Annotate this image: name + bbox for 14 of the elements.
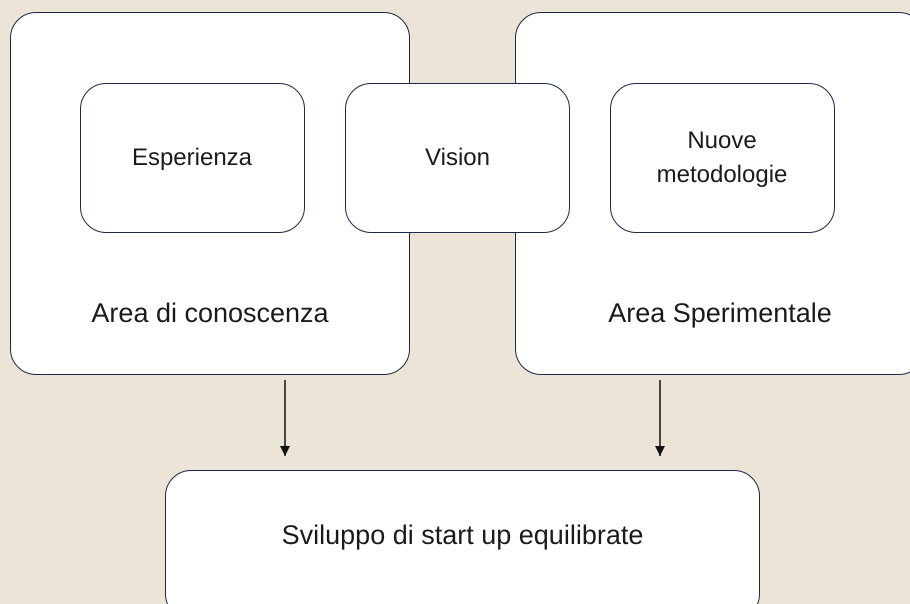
box-label: Vision — [424, 143, 491, 174]
group-box — [515, 12, 910, 375]
group-box — [10, 12, 410, 375]
process-box — [345, 83, 570, 233]
process-box — [80, 82, 304, 232]
box-label: Sviluppo di start up equilibrate — [282, 520, 644, 550]
process-box — [165, 470, 760, 604]
group-label: Area di conoscenza — [90, 298, 330, 329]
group-label: Area Sperimentale — [607, 298, 833, 329]
box-label: Esperienza — [130, 142, 254, 173]
arrow — [280, 380, 290, 456]
box-label: Nuove metodologie — [656, 126, 788, 190]
arrow — [655, 380, 665, 456]
process-box — [610, 82, 834, 232]
